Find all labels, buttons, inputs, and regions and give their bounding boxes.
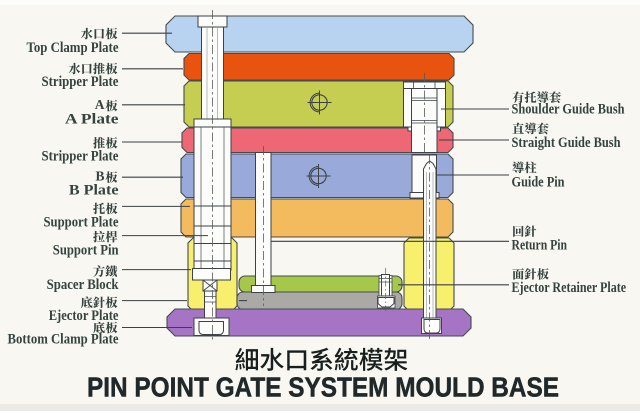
svg-text:PIN POINT GATE SYSTEM MOULD BA: PIN POINT GATE SYSTEM MOULD BASE (87, 372, 559, 403)
svg-text:A Plate: A Plate (65, 111, 119, 128)
svg-text:Bottom Clamp Plate: Bottom Clamp Plate (8, 331, 119, 348)
svg-text:Stripper Plate: Stripper Plate (42, 73, 119, 90)
svg-text:Ejector Retainer Plate: Ejector Retainer Plate (512, 279, 627, 296)
svg-text:B Plate: B Plate (69, 182, 119, 199)
svg-text:Guide Pin: Guide Pin (512, 173, 565, 190)
svg-text:Ejector Plate: Ejector Plate (49, 307, 119, 324)
svg-text:Support Plate: Support Plate (44, 213, 119, 230)
svg-text:Straight Guide Bush: Straight Guide Bush (512, 134, 621, 151)
svg-text:B: B (95, 168, 104, 183)
svg-text:Return Pin: Return Pin (512, 237, 568, 254)
svg-text:Top Clamp Plate: Top Clamp Plate (27, 39, 119, 56)
svg-text:Shoulder Guide Bush: Shoulder Guide Bush (512, 101, 625, 118)
svg-text:Stripper Plate: Stripper Plate (42, 147, 119, 164)
svg-text:A: A (95, 97, 105, 112)
svg-text:Spacer Block: Spacer Block (47, 276, 119, 293)
svg-text:Support Pin: Support Pin (53, 241, 119, 258)
